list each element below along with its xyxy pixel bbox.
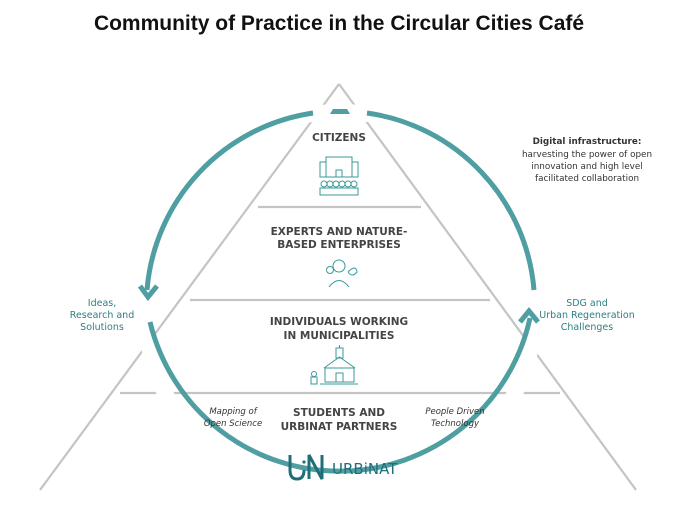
svg-text:Research and: Research and — [70, 310, 134, 321]
level-municipalities-line2: IN MUNICIPALITIES — [284, 330, 395, 342]
svg-text:innovation and high level: innovation and high level — [531, 162, 642, 172]
diagram-title: Community of Practice in the Circular Ci… — [94, 12, 584, 35]
pyramid-left-edge — [39, 83, 340, 491]
cycle-circle — [144, 110, 537, 474]
svg-text:Urban Regeneration: Urban Regeneration — [539, 310, 634, 321]
level-citizens: CITIZENS — [312, 132, 366, 144]
level-students-line1: STUDENTS AND — [293, 407, 385, 419]
svg-text:facilitated collaboration: facilitated collaboration — [535, 174, 639, 184]
level-municipalities-line1: INDIVIDUALS WORKING — [270, 316, 408, 328]
level-experts-line1: EXPERTS AND NATURE- — [271, 226, 408, 238]
people-driven-technology-line2: Technology — [431, 419, 480, 429]
city-people-icon — [319, 156, 359, 196]
svg-text:Solutions: Solutions — [80, 322, 124, 333]
level-students-line2: URBINAT PARTNERS — [281, 421, 398, 433]
right-label: SDG and Urban Regeneration Challenges — [539, 298, 634, 333]
left-arc — [144, 110, 314, 291]
urbinat-logo-text: URBiNAT — [332, 460, 398, 478]
svg-text:Ideas,: Ideas, — [88, 298, 116, 309]
left-label: Ideas, Research and Solutions — [70, 298, 134, 333]
svg-text:Challenges: Challenges — [561, 322, 613, 333]
people-driven-technology-line1: People Driven — [425, 407, 484, 417]
arrow-down-icon — [137, 284, 159, 302]
town-hall-icon — [310, 345, 358, 385]
urbinat-logo: URBiNAT — [288, 454, 398, 481]
apex-tab — [330, 109, 350, 114]
svg-text:SDG and: SDG and — [566, 298, 608, 309]
svg-text:Digital infrastructure:: Digital infrastructure: — [533, 137, 642, 147]
bottom-arc — [147, 317, 533, 474]
mapping-open-science-line2: Open Science — [204, 419, 262, 429]
mapping-open-science-line1: Mapping of — [209, 407, 258, 417]
arrow-up-icon — [518, 307, 540, 324]
pyramid — [39, 83, 637, 491]
digital-infrastructure-note: Digital infrastructure: harvesting the p… — [522, 137, 652, 184]
right-arc — [366, 110, 537, 291]
pyramid-right-edge — [338, 83, 637, 491]
level-experts-line2: BASED ENTERPRISES — [277, 239, 401, 251]
svg-text:harvesting the power of open: harvesting the power of open — [522, 150, 652, 160]
expert-idea-leaf-icon — [326, 259, 358, 288]
